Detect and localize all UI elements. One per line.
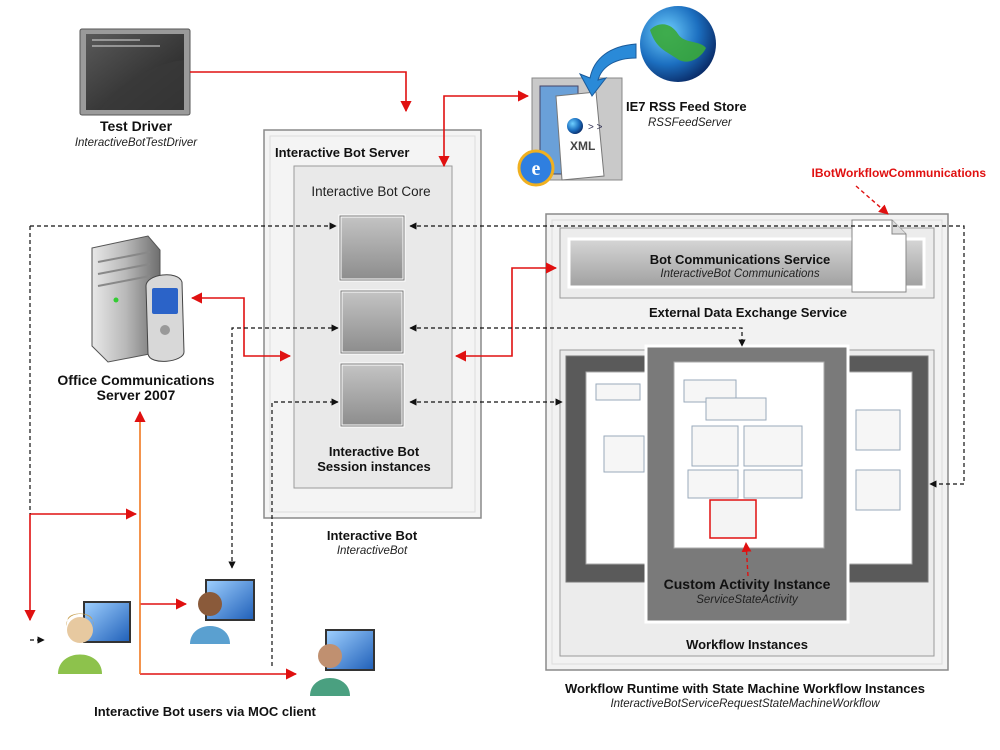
dashed-user-3-to-session xyxy=(271,398,339,666)
server-slot xyxy=(97,263,151,275)
custom-activity-subtitle: ServiceStateActivity xyxy=(696,594,799,606)
session-instance-box xyxy=(339,289,405,355)
workflow-runtime-subtitle: InteractiveBotServiceRequestStateMachine… xyxy=(610,698,880,710)
download-arrow-icon xyxy=(578,43,637,97)
user-body xyxy=(310,678,350,696)
workflow-doc-right xyxy=(845,371,913,565)
bot-comm-service-subtitle: InteractiveBot Communications xyxy=(660,268,819,280)
interface-pointer-arrow xyxy=(855,185,889,215)
users-label: Interactive Bot users via MOC client xyxy=(94,704,316,719)
activity-pointer-arrow xyxy=(741,542,752,577)
state-node xyxy=(855,409,901,451)
rss-store-title: IE7 RSS Feed Store xyxy=(626,99,747,114)
state-node xyxy=(595,383,641,401)
server-slot xyxy=(97,251,151,263)
external-data-exchange-label: External Data Exchange Service xyxy=(649,305,847,320)
session-instance-outline xyxy=(340,363,404,427)
interactive-bot-title: Interactive Bot xyxy=(327,528,418,543)
dashed-session-to-workflow xyxy=(409,324,746,347)
arrow-testdriver-to-server xyxy=(190,71,412,113)
custom-activity-title: Custom Activity Instance xyxy=(664,576,831,592)
session-instances-line1: Interactive Bot xyxy=(329,444,420,459)
dashed-core-to-workflow xyxy=(409,222,965,488)
state-node xyxy=(705,397,767,421)
rss-feed-store-node: XML > > e IE7 RSS Feed Store RSSFeedServ… xyxy=(517,6,747,187)
server-led xyxy=(113,297,119,303)
interface-name-label: IBotWorkflowCommunications xyxy=(812,166,987,180)
state-node xyxy=(743,425,803,467)
user-head xyxy=(67,617,93,643)
office-communications-server-node: Office Communications Server 2007 xyxy=(57,235,215,403)
phone-screen xyxy=(152,288,178,314)
user-1 xyxy=(58,601,131,674)
bot-server-title: Interactive Bot Server xyxy=(275,145,409,160)
phone-key xyxy=(160,325,170,335)
session-instance-box xyxy=(339,362,405,428)
ocs-title-line2: Server 2007 xyxy=(97,387,176,403)
dashed-session-to-user-2 xyxy=(228,324,339,569)
user-head xyxy=(198,592,222,616)
user-2 xyxy=(190,579,255,644)
interactive-bot-server: Interactive Bot Server Interactive Bot C… xyxy=(263,129,482,557)
workflow-runtime-title: Workflow Runtime with State Machine Work… xyxy=(565,681,925,696)
mobile-phone-icon xyxy=(145,274,185,362)
dashed-connectors xyxy=(29,222,965,666)
session-instance-outline xyxy=(340,290,404,354)
test-driver-node: Test Driver InteractiveBotTestDriver xyxy=(75,28,198,149)
state-node xyxy=(691,425,739,467)
state-node xyxy=(603,435,645,473)
user-3 xyxy=(310,629,375,696)
state-node xyxy=(855,469,901,511)
terminal-screen-swoosh xyxy=(100,60,184,110)
bot-core-instance-box xyxy=(338,214,406,282)
state-node xyxy=(743,469,803,499)
interactive-bot-subtitle: InteractiveBot xyxy=(337,545,408,557)
rss-store-subtitle: RSSFeedServer xyxy=(648,117,733,129)
ocs-title-line1: Office Communications xyxy=(57,372,214,388)
user-head xyxy=(318,644,342,668)
ie-letter: e xyxy=(532,158,541,180)
workflow-runtime: Bot Communications Service InteractiveBo… xyxy=(545,213,949,710)
custom-activity-highlight xyxy=(709,499,757,539)
state-node xyxy=(687,469,739,499)
user-body xyxy=(58,654,102,674)
test-driver-subtitle: InteractiveBotTestDriver xyxy=(75,137,198,149)
xml-badge: XML xyxy=(570,139,595,153)
mini-globe-icon xyxy=(567,118,583,134)
session-instances-line2: Session instances xyxy=(317,459,430,474)
arrow-server-to-rss xyxy=(438,90,530,168)
workflow-instances-label: Workflow Instances xyxy=(686,637,808,652)
bot-core-title: Interactive Bot Core xyxy=(311,184,430,199)
globe-landmass xyxy=(650,24,706,62)
user-body xyxy=(190,626,230,644)
test-driver-title: Test Driver xyxy=(100,118,173,134)
xml-document-icon xyxy=(555,91,605,181)
chevron-glyph: > > xyxy=(588,122,603,133)
bot-core-instance-outline xyxy=(339,215,405,281)
server-slot xyxy=(97,275,151,287)
bot-comm-service-title: Bot Communications Service xyxy=(650,252,831,267)
